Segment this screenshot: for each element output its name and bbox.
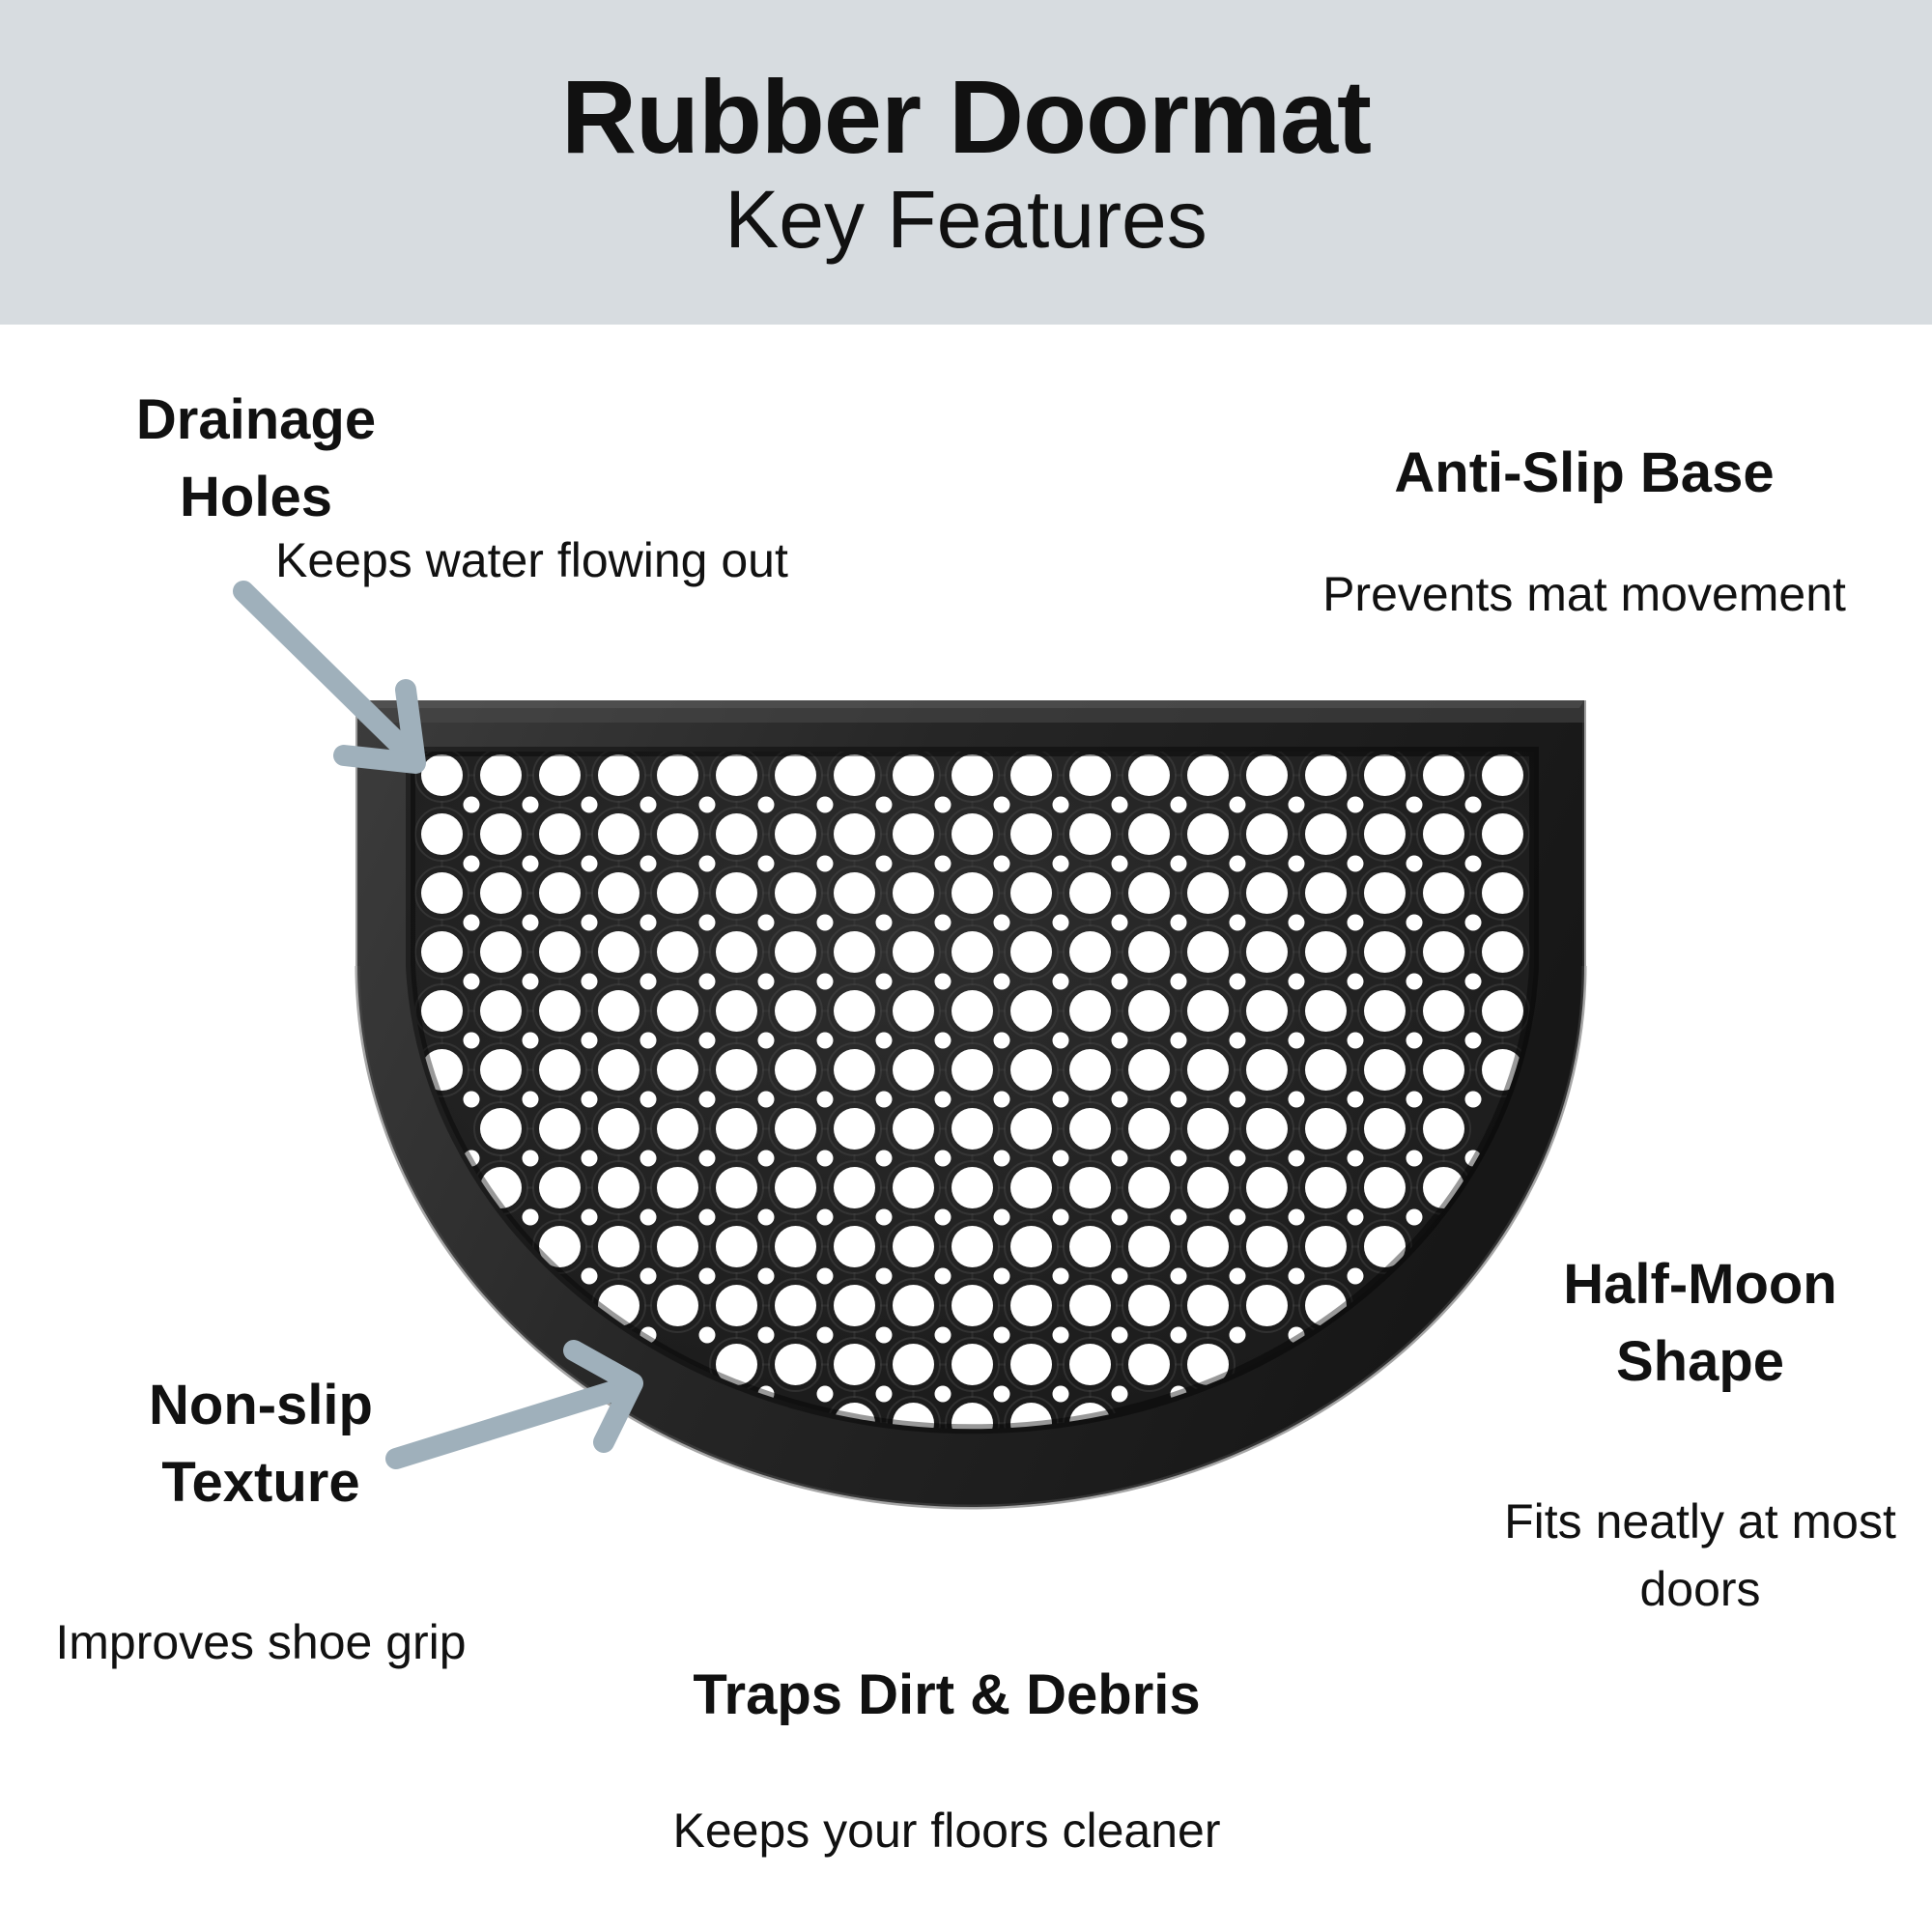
annotation-half-moon-shape: Half-Moon Shape Fits neatly at most door… [1468, 1246, 1932, 1616]
annotation-description: Prevents mat movement [1322, 567, 1846, 621]
annotation-title: Traps Dirt & Debris [693, 1663, 1201, 1726]
annotation-title: Non-slip Texture [58, 1367, 464, 1521]
annotation-description: Improves shoe grip [55, 1615, 467, 1669]
annotation-traps-dirt-debris: Traps Dirt & Debris Keeps your floors cl… [483, 1657, 1410, 1858]
annotation-title-line-2: Texture [161, 1451, 360, 1515]
mat-perforations [414, 752, 1530, 1430]
annotation-title-line-1: Drainage [135, 388, 377, 451]
annotation-title: Half-Moon Shape [1468, 1246, 1932, 1401]
annotation-title: Anti-Slip Base [1394, 441, 1775, 504]
annotation-drainage-holes: Drainage Holes Keeps water flowing out [29, 382, 788, 587]
mat-border-shadow [406, 747, 1539, 1435]
annotation-description: Fits neatly at most doors [1504, 1494, 1896, 1616]
annotation-title-line-1: Half-Moon [1563, 1253, 1837, 1316]
annotation-description: Keeps water flowing out [275, 533, 788, 587]
page-title: Rubber Doormat [560, 58, 1372, 175]
annotation-title-line-2: Holes [180, 466, 332, 529]
annotation-title: Drainage Holes [29, 382, 483, 536]
annotation-anti-slip-base: Anti-Slip Base Prevents mat movement [1246, 435, 1922, 621]
page-subtitle: Key Features [724, 174, 1208, 265]
annotation-description: Keeps your floors cleaner [672, 1804, 1221, 1858]
annotation-title-line-2: Shape [1615, 1330, 1785, 1394]
doormat-image [319, 676, 1623, 1546]
annotation-non-slip-texture: Non-slip Texture Improves shoe grip [55, 1367, 466, 1669]
annotation-title-line-1: Non-slip [149, 1374, 373, 1436]
header-band: Rubber Doormat Key Features [0, 0, 1932, 325]
